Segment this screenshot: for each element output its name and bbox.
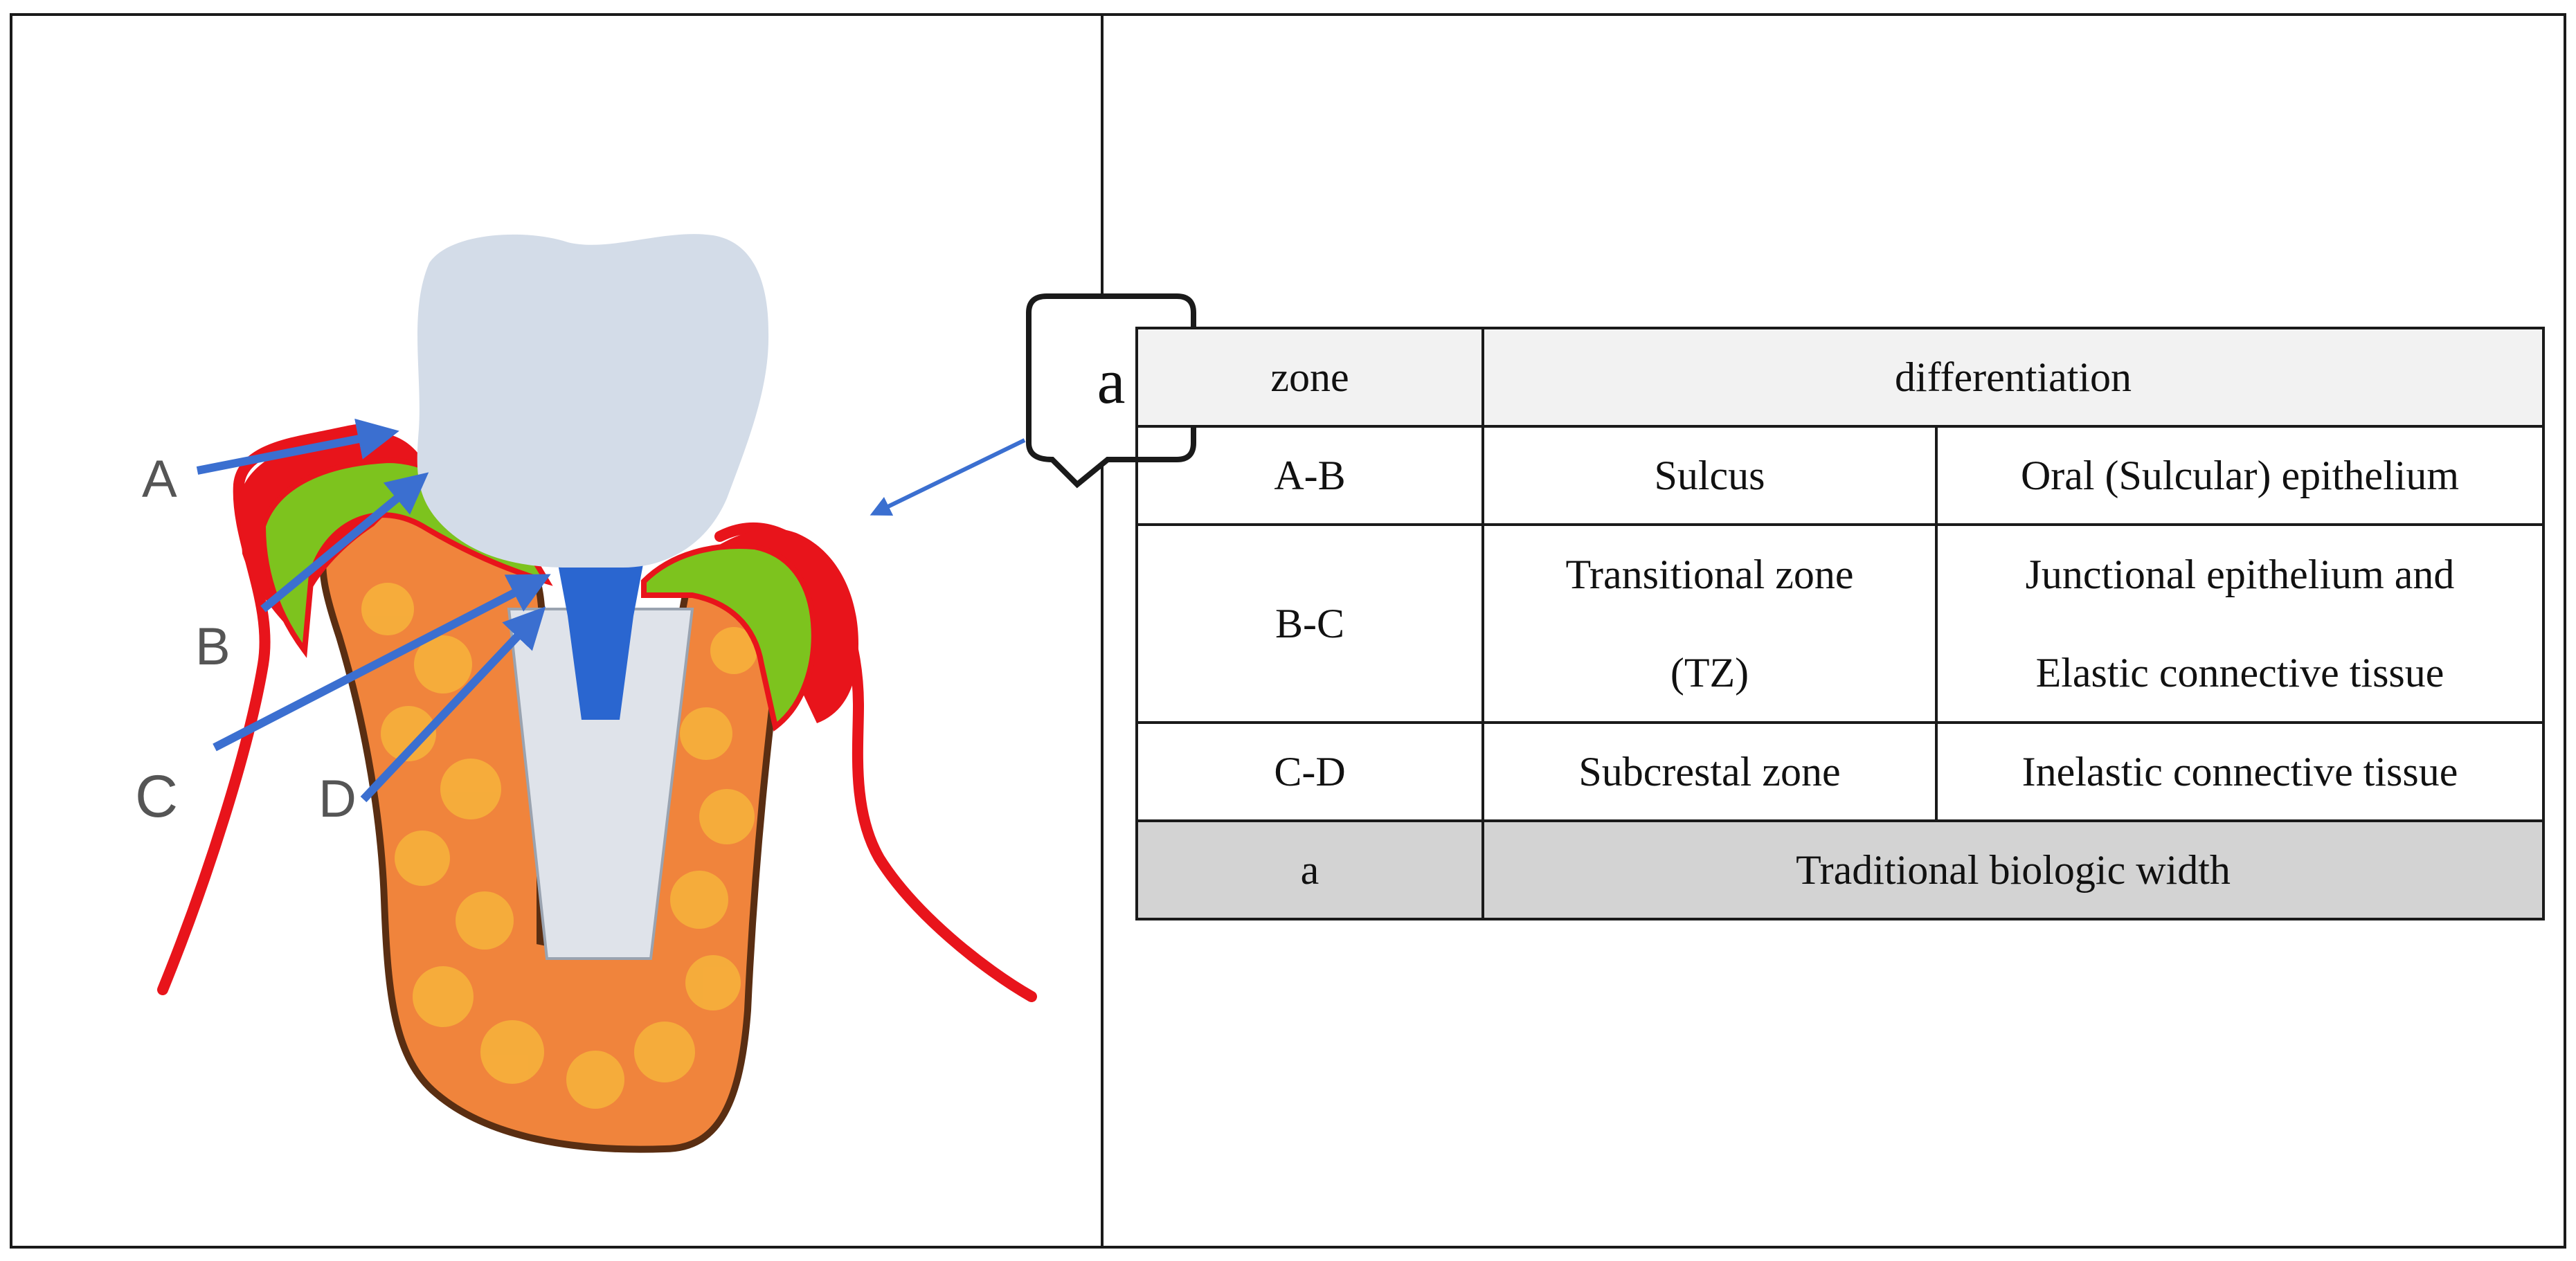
arrow-C [213, 574, 551, 752]
tissue-line-1: Junctional epithelium and [2025, 552, 2455, 597]
label-D: D [318, 770, 357, 828]
row-tissue: Junctional epithelium and Elastic connec… [1934, 523, 2546, 724]
row-zone: C-D [1135, 721, 1484, 822]
arrow-D [360, 606, 546, 803]
implant-abutment [557, 561, 644, 720]
epithelium-right-green [641, 543, 817, 732]
figure-frame [10, 13, 2566, 1249]
label-C: C [135, 763, 178, 830]
label-B: B [195, 617, 231, 676]
table-row: C-D Subcrestal zone Inelastic connective… [1135, 721, 2546, 822]
header-zone: zone [1135, 327, 1484, 428]
table-row: B-C Transitional zone (TZ) Junctional ep… [1135, 523, 2546, 724]
row-region: Subcrestal zone [1481, 721, 1938, 822]
row-zone: A-B [1135, 425, 1484, 526]
footer-text: Traditional biologic width [1481, 819, 2546, 920]
implant-crown [417, 234, 769, 568]
region-line-1: Transitional zone [1565, 552, 1854, 597]
footer-zone: a [1135, 819, 1484, 920]
table-header-row: zone differentiation [1135, 327, 2546, 428]
row-region: Transitional zone (TZ) [1481, 523, 1938, 724]
region-line-2: (TZ) [1670, 650, 1749, 696]
callout-label: a [1097, 346, 1126, 417]
bone-spots [361, 583, 757, 1109]
table-row: A-B Sulcus Oral (Sulcular) epithelium [1135, 425, 2546, 526]
label-A: A [142, 450, 177, 509]
panel-divider [1101, 13, 1104, 1249]
arrow-B [260, 472, 429, 613]
tissue-line-2: Elastic connective tissue [2035, 650, 2444, 696]
row-tissue: Oral (Sulcular) epithelium [1934, 425, 2546, 526]
biologic-width-table: zone differentiation A-B Sulcus Oral (Su… [1135, 327, 2546, 920]
row-zone: B-C [1135, 523, 1484, 724]
header-differentiation: differentiation [1481, 327, 2546, 428]
callout-arrow [870, 438, 1026, 516]
table-footer-row: a Traditional biologic width [1135, 819, 2546, 920]
row-region: Sulcus [1481, 425, 1938, 526]
arrow-A [196, 418, 399, 475]
row-tissue: Inelastic connective tissue [1934, 721, 2546, 822]
